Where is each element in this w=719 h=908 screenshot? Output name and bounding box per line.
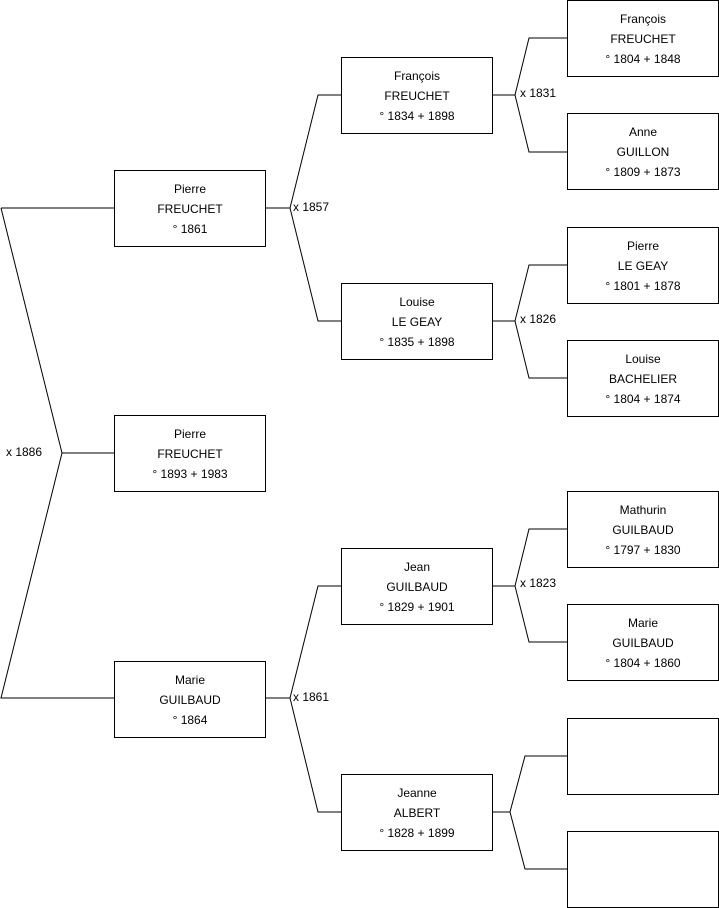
person-surname: GUILBAUD: [159, 692, 221, 707]
person-dates: ° 1834 + 1898: [379, 108, 455, 123]
connector-line: [514, 528, 567, 643]
person-given-name: Jean: [403, 559, 431, 574]
person-dates: ° 1804 + 1860: [605, 655, 681, 670]
person-dates: ° 1804 + 1874: [605, 391, 681, 406]
person-dates: ° 1861: [172, 221, 208, 236]
person-dates: ° 1835 + 1898: [379, 334, 455, 349]
person-box-maternal-grandmother[interactable]: Jeanne ALBERT ° 1828 + 1899: [341, 774, 493, 851]
person-box-paternal-grandfather[interactable]: François FREUCHET ° 1834 + 1898: [341, 57, 493, 134]
person-dates: ° 1801 + 1878: [605, 278, 681, 293]
marriage-label-father-parents: x 1857: [293, 200, 330, 214]
person-surname: GUILBAUD: [612, 635, 674, 650]
connector-line: [289, 585, 341, 813]
person-box-great-grandparent[interactable]: Louise BACHELIER ° 1804 + 1874: [567, 340, 719, 417]
person-given-name: Louise: [625, 351, 661, 366]
connector-line: [0, 207, 114, 699]
person-given-name: François: [393, 68, 440, 83]
person-box-mother[interactable]: Marie GUILBAUD ° 1864: [114, 661, 266, 738]
person-surname: BACHELIER: [608, 371, 678, 386]
connector-line: [289, 94, 341, 322]
person-box-maternal-grandfather[interactable]: Jean GUILBAUD ° 1829 + 1901: [341, 548, 493, 625]
person-given-name: Pierre: [626, 238, 659, 253]
connector-line: [514, 264, 567, 379]
person-surname: LE GEAY: [391, 314, 443, 329]
marriage-label-mother-parents: x 1861: [293, 690, 330, 704]
person-given-name: Pierre: [173, 181, 206, 196]
person-surname: GUILLON: [616, 144, 670, 159]
connector-line: [514, 37, 567, 153]
person-box-empty[interactable]: [567, 831, 719, 908]
person-surname: GUILBAUD: [386, 579, 448, 594]
person-box-great-grandparent[interactable]: François FREUCHET ° 1804 + 1848: [567, 0, 719, 77]
person-dates: ° 1864: [172, 712, 208, 727]
person-box-great-grandparent[interactable]: Mathurin GUILBAUD ° 1797 + 1830: [567, 491, 719, 568]
marriage-label-mf-parents: x 1823: [520, 576, 557, 590]
person-box-father[interactable]: Pierre FREUCHET ° 1861: [114, 170, 266, 247]
person-given-name: Pierre: [173, 426, 206, 441]
marriage-label-ff-parents: x 1831: [520, 86, 557, 100]
person-dates: ° 1809 + 1873: [605, 164, 681, 179]
person-box-great-grandparent[interactable]: Anne GUILLON ° 1809 + 1873: [567, 113, 719, 190]
person-surname: FREUCHET: [610, 31, 676, 46]
person-surname: FREUCHET: [157, 201, 223, 216]
person-given-name: Jeanne: [397, 785, 437, 800]
person-given-name: Marie: [627, 615, 658, 630]
person-dates: ° 1804 + 1848: [605, 51, 681, 66]
person-box-empty[interactable]: [567, 718, 719, 795]
person-box-great-grandparent[interactable]: Marie GUILBAUD ° 1804 + 1860: [567, 604, 719, 681]
person-given-name: Louise: [399, 294, 435, 309]
person-dates: ° 1893 + 1983: [152, 466, 228, 481]
person-given-name: Marie: [174, 672, 205, 687]
person-box-paternal-grandmother[interactable]: Louise LE GEAY ° 1835 + 1898: [341, 283, 493, 360]
connector-line: [509, 755, 567, 870]
person-surname: FREUCHET: [384, 88, 450, 103]
person-dates: ° 1829 + 1901: [379, 599, 455, 614]
person-surname: ALBERT: [393, 805, 441, 820]
person-dates: ° 1828 + 1899: [379, 825, 455, 840]
person-given-name: Mathurin: [619, 502, 667, 517]
person-dates: ° 1797 + 1830: [605, 542, 681, 557]
person-given-name: François: [619, 11, 666, 26]
person-box-great-grandparent[interactable]: Pierre LE GEAY ° 1801 + 1878: [567, 227, 719, 304]
marriage-label-parents: x 1886: [6, 445, 43, 459]
person-box-root[interactable]: Pierre FREUCHET ° 1893 + 1983: [114, 415, 266, 492]
person-given-name: Anne: [628, 124, 658, 139]
person-surname: LE GEAY: [617, 258, 669, 273]
person-surname: FREUCHET: [157, 446, 223, 461]
person-surname: GUILBAUD: [612, 522, 674, 537]
marriage-label-fm-parents: x 1826: [520, 312, 557, 326]
